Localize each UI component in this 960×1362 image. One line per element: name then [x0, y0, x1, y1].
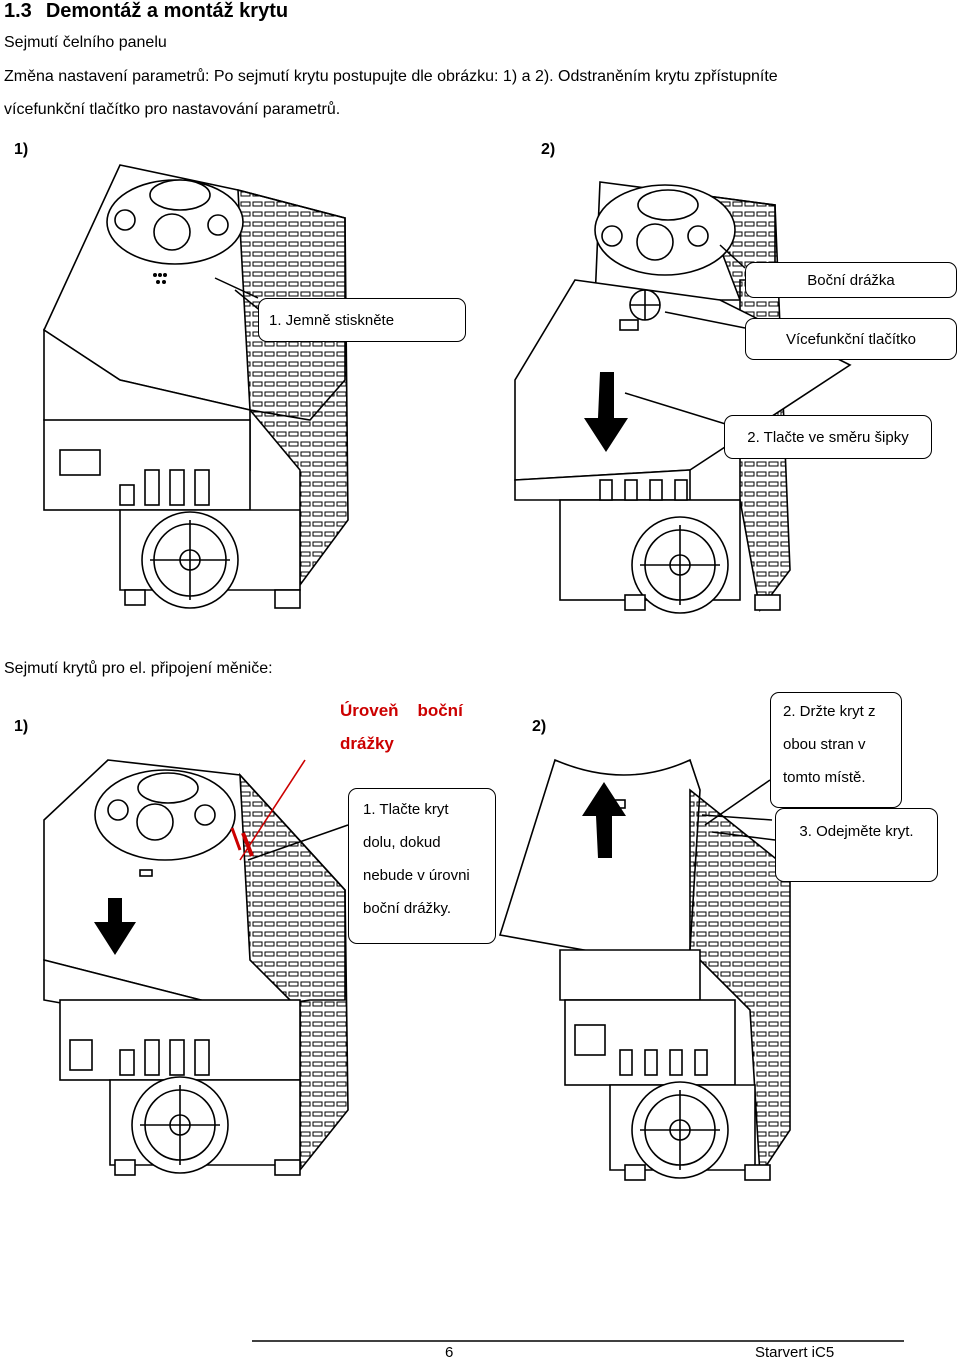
- push-line-2: dolu, dokud: [363, 834, 441, 851]
- inverter-drawing-4: [498, 758, 791, 1181]
- arrow-up-icon: [582, 782, 626, 858]
- callout-button-text: Vícefunkční tlačítko: [785, 330, 917, 348]
- groove-level-label-line1: Úroveň boční: [340, 701, 463, 720]
- hold-line-2: obou stran v: [783, 736, 866, 753]
- page-number: 6: [445, 1344, 454, 1361]
- arrow-down-icon: [94, 898, 136, 955]
- callout-groove-text: Boční drážka: [807, 271, 895, 289]
- push-line-3: nebude v úrovni: [363, 867, 470, 884]
- part1-step2-label: 2): [541, 141, 556, 158]
- callout-push-text: 2. Tlačte ve směru šipky: [747, 428, 909, 446]
- hold-line-3: tomto místě.: [783, 769, 866, 786]
- inverter-drawing-3: [43, 759, 349, 1176]
- part2-step2-label: 2): [532, 718, 547, 735]
- callout-hold-cover: 2. Držte kryt z obou stran v tomto místě…: [770, 692, 902, 808]
- hold-line-1: 2. Držte kryt z: [783, 703, 876, 720]
- inverter-drawing-1: [42, 164, 349, 609]
- callout-side-groove: Boční drážka: [745, 262, 957, 298]
- subtitle: Sejmutí čelního panelu: [4, 34, 167, 51]
- product-name: Starvert iC5: [755, 1344, 835, 1361]
- section-title: Demontáž a montáž krytu: [45, 0, 289, 22]
- part2-step1-label: 1): [14, 718, 29, 735]
- callout-press-gently: 1. Jemně stiskněte: [258, 298, 466, 342]
- callout-multifunction-button: Vícefunkční tlačítko: [745, 318, 957, 360]
- paragraph-line-2: vícefunkční tlačítko pro nastavování par…: [4, 101, 341, 118]
- callout-remove-cover: 3. Odejměte kryt.: [775, 808, 938, 882]
- callout-push-cover: 1. Tlačte kryt dolu, dokud nebude v úrov…: [348, 788, 496, 944]
- remove-text: 3. Odejměte kryt.: [799, 823, 914, 840]
- section-number: 1.3: [4, 0, 32, 22]
- callout-push-arrow: 2. Tlačte ve směru šipky: [724, 415, 932, 459]
- push-line-1: 1. Tlačte kryt: [363, 801, 449, 818]
- paragraph-line-1: Změna nastavení parametrů: Po sejmutí kr…: [4, 68, 778, 85]
- arrow-down-icon: [584, 372, 628, 452]
- part2-subtitle: Sejmutí krytů pro el. připojení měniče:: [4, 660, 273, 677]
- inverter-drawing-2: [514, 181, 852, 614]
- part1-step1-label: 1): [14, 141, 29, 158]
- groove-level-label-line2: drážky: [340, 734, 394, 753]
- push-line-4: boční drážky.: [363, 900, 452, 917]
- section-heading: 1.3 Demontáž a montáž krytu: [4, 0, 288, 23]
- callout-press-text: 1. Jemně stiskněte: [269, 311, 395, 329]
